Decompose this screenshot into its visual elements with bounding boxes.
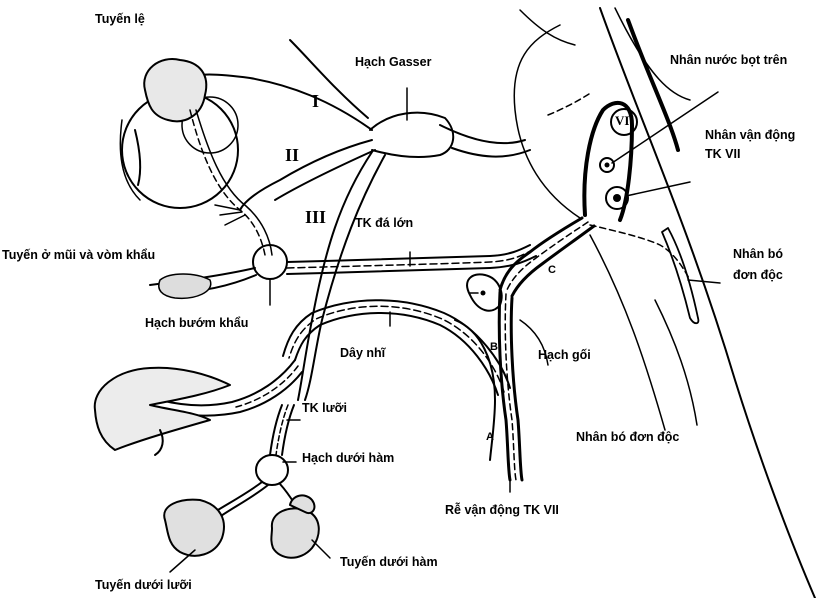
ciliary-branch-3 xyxy=(225,215,245,225)
nerve-v1 xyxy=(180,75,372,131)
solitary-tract xyxy=(662,228,698,323)
submandibular-gland xyxy=(271,508,318,557)
motor-nucleus-dot xyxy=(613,194,621,202)
numeral-iii: III xyxy=(305,208,326,226)
numeral-i: I xyxy=(312,92,319,110)
label-hach-buom-khau: Hạch bướm khẩu xyxy=(145,316,248,330)
label-hach-gasser: Hạch Gasser xyxy=(355,55,431,69)
nasal-glands xyxy=(159,274,211,298)
leader-motor xyxy=(626,182,690,196)
salivatory-nucleus-dot xyxy=(605,163,610,168)
letter-c: C xyxy=(548,265,556,276)
label-re-van-dong: Rễ vận động TK VII xyxy=(445,503,559,517)
label-nhan-van-dong: Nhân vận động xyxy=(705,128,795,142)
ciliary-branch-1 xyxy=(215,205,240,210)
label-day-nhi: Dây nhĩ xyxy=(340,346,385,360)
letter-b: B xyxy=(490,342,498,353)
label-don-doc: đơn độc xyxy=(733,268,783,282)
label-tuyen-duoi-ham: Tuyến dưới hàm xyxy=(340,555,438,569)
solitary-fiber-dashed xyxy=(590,225,690,280)
submandibular-leader xyxy=(312,540,330,558)
label-tk-da-lon: TK đá lớn xyxy=(355,216,413,230)
nerve-v3 xyxy=(305,155,385,400)
chorda-tympani-top xyxy=(295,313,498,395)
sublingual-gland xyxy=(164,500,224,556)
gasser-ganglion xyxy=(370,113,453,157)
label-nhan-bo: Nhân bó xyxy=(733,247,783,261)
brainstem-outline-outer xyxy=(600,8,815,598)
nerve-v2 xyxy=(240,140,372,210)
submandibular-descent-2 xyxy=(282,405,294,455)
numeral-ii: II xyxy=(285,146,299,164)
branch-to-sublingual-2 xyxy=(218,485,268,518)
label-tuyen-duoi-luoi: Tuyến dưới lưỡi xyxy=(95,578,192,592)
brainstem-edge-shading xyxy=(628,20,678,150)
label-tuyen-mui: Tuyến ở mũi và vòm khẩu xyxy=(2,248,155,262)
ciliary-branch-2 xyxy=(220,212,242,215)
geniculate-dot xyxy=(481,291,486,296)
submandibular-ganglion xyxy=(256,455,288,485)
numeral-vi: VI xyxy=(615,114,629,127)
facial-descending-2 xyxy=(511,298,522,480)
label-tk-luoi: TK lưỡi xyxy=(302,401,347,415)
nerve-v1-b xyxy=(290,40,368,118)
label-nhan-bo-don-doc: Nhân bó đơn độc xyxy=(576,430,679,444)
letter-a: A xyxy=(486,432,494,443)
trigeminal-root-2 xyxy=(452,148,530,157)
pons-outline xyxy=(514,25,580,218)
salivatory-fiber-dashed xyxy=(548,92,592,115)
label-nhan-nuoc-bot-tren: Nhân nước bọt trên xyxy=(670,53,787,67)
pons-top xyxy=(520,10,575,45)
brainstem-lower-curve xyxy=(590,235,665,430)
label-tk-vii: TK VII xyxy=(705,147,740,161)
greater-petrosal-top xyxy=(287,245,530,262)
label-tuyen-le: Tuyến lệ xyxy=(95,12,145,26)
label-hach-goi: Hạch gối xyxy=(538,348,591,362)
label-hach-duoi-ham: Hạch dưới hàm xyxy=(302,451,394,465)
eye-pupil xyxy=(135,130,140,185)
pterygopalatine-ganglion xyxy=(253,245,287,279)
